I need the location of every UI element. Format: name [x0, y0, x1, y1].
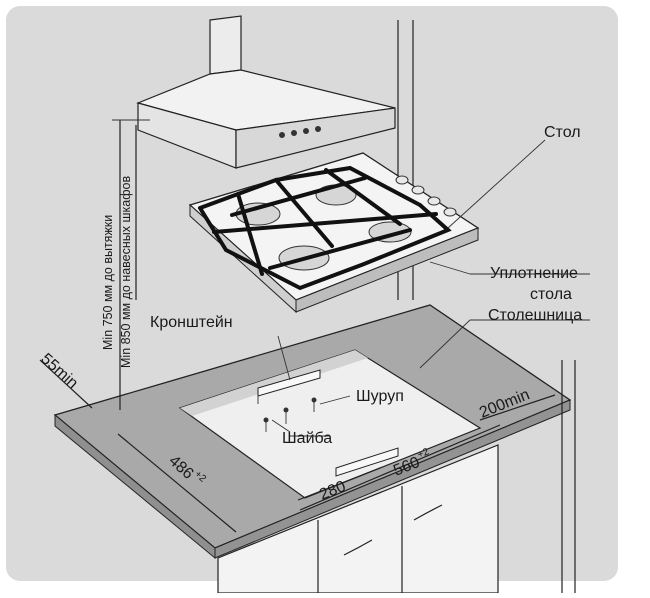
cooker-hood: [136, 15, 396, 169]
label-shaiba: Шайба: [282, 430, 332, 447]
bracket-top: [257, 369, 321, 404]
hood-buttons: [279, 126, 321, 138]
worktop: [53, 304, 572, 560]
screw-icon: [263, 397, 317, 432]
label-stol: Стол: [544, 124, 581, 141]
note-hood-distance: Min 750 мм до вытяжки: [101, 215, 115, 350]
label-shurup: Шуруп: [356, 388, 404, 405]
label-uplotnenie-1: Уплотнение: [490, 265, 578, 282]
note-cabinet-distance: Min 850 мм до навесных шкафов: [119, 176, 133, 368]
label-uplotnenie-2: стола: [530, 286, 572, 303]
label-kronshtein: Кронштейн: [150, 314, 233, 331]
leader-lines: [271, 139, 590, 437]
bracket-bottom: [335, 447, 399, 477]
label-stoleshnica: Столешница: [488, 307, 582, 324]
control-knobs: [395, 175, 457, 217]
vertical-measure: [112, 119, 150, 410]
gas-hob: [188, 152, 480, 314]
pan-grate: [198, 165, 452, 291]
cabinet: [217, 360, 576, 594]
dim-width-tolerance: +2: [416, 446, 431, 461]
dimension-lines: [39, 359, 556, 533]
